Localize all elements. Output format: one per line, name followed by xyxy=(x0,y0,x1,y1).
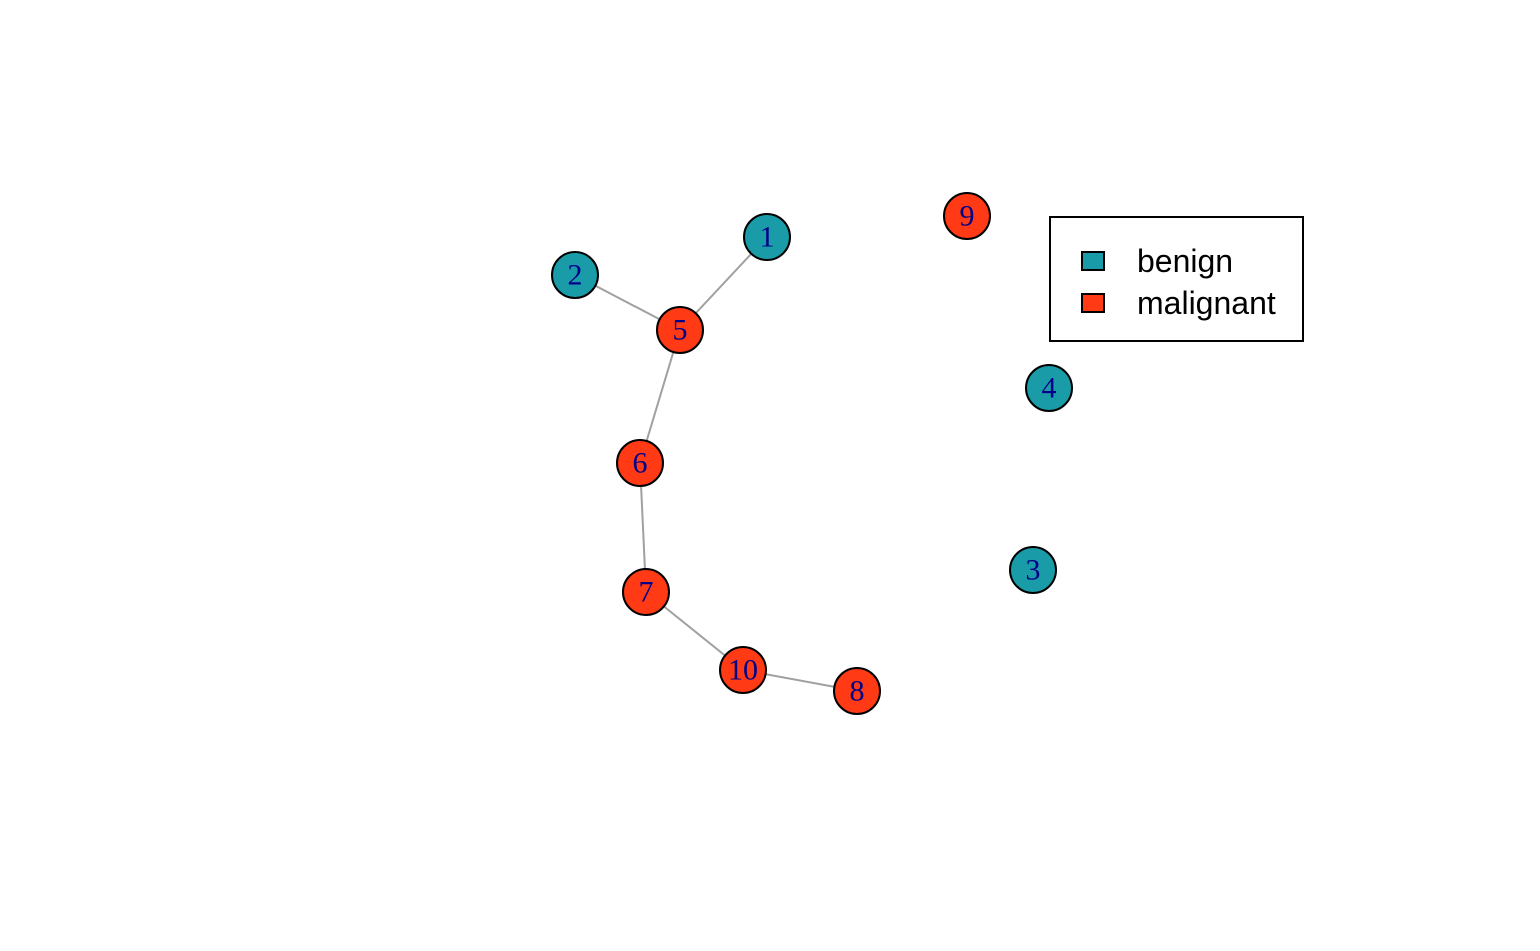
node-label-2: 2 xyxy=(568,259,583,292)
node-label-7: 7 xyxy=(639,576,654,609)
node-circle-4 xyxy=(1025,364,1073,412)
legend-item-benign: benign xyxy=(1081,243,1233,279)
node-2: 2 xyxy=(551,251,599,299)
node-label-4: 4 xyxy=(1042,372,1057,405)
node-label-9: 9 xyxy=(960,200,975,233)
node-6: 6 xyxy=(616,439,664,487)
node-label-1: 1 xyxy=(760,221,775,254)
node-circle-8 xyxy=(833,667,881,715)
node-label-8: 8 xyxy=(850,675,865,708)
node-7: 7 xyxy=(622,568,670,616)
legend-label-malignant: malignant xyxy=(1137,284,1276,321)
node-circle-10 xyxy=(719,646,767,694)
node-4: 4 xyxy=(1025,364,1073,412)
node-circle-7 xyxy=(622,568,670,616)
node-label-3: 3 xyxy=(1026,554,1041,587)
node-9: 9 xyxy=(943,192,991,240)
node-3: 3 xyxy=(1009,546,1057,594)
node-label-6: 6 xyxy=(633,447,648,480)
node-8: 8 xyxy=(833,667,881,715)
legend: benign malignant xyxy=(1049,216,1304,342)
node-circle-5 xyxy=(656,306,704,354)
legend-label-benign: benign xyxy=(1137,242,1234,279)
node-10: 10 xyxy=(719,646,767,694)
node-circle-3 xyxy=(1009,546,1057,594)
legend-swatch-malignant xyxy=(1081,293,1105,313)
node-1: 1 xyxy=(743,213,791,261)
node-circle-6 xyxy=(616,439,664,487)
legend-swatch-benign xyxy=(1081,251,1105,271)
node-circle-9 xyxy=(943,192,991,240)
node-label-5: 5 xyxy=(673,314,688,347)
legend-item-malignant: malignant xyxy=(1081,285,1276,321)
node-5: 5 xyxy=(656,306,704,354)
nodes-layer: 1 2 3 4 5 6 7 8 9 10 xyxy=(551,192,1073,715)
node-label-10: 10 xyxy=(728,654,758,687)
node-circle-2 xyxy=(551,251,599,299)
node-circle-1 xyxy=(743,213,791,261)
